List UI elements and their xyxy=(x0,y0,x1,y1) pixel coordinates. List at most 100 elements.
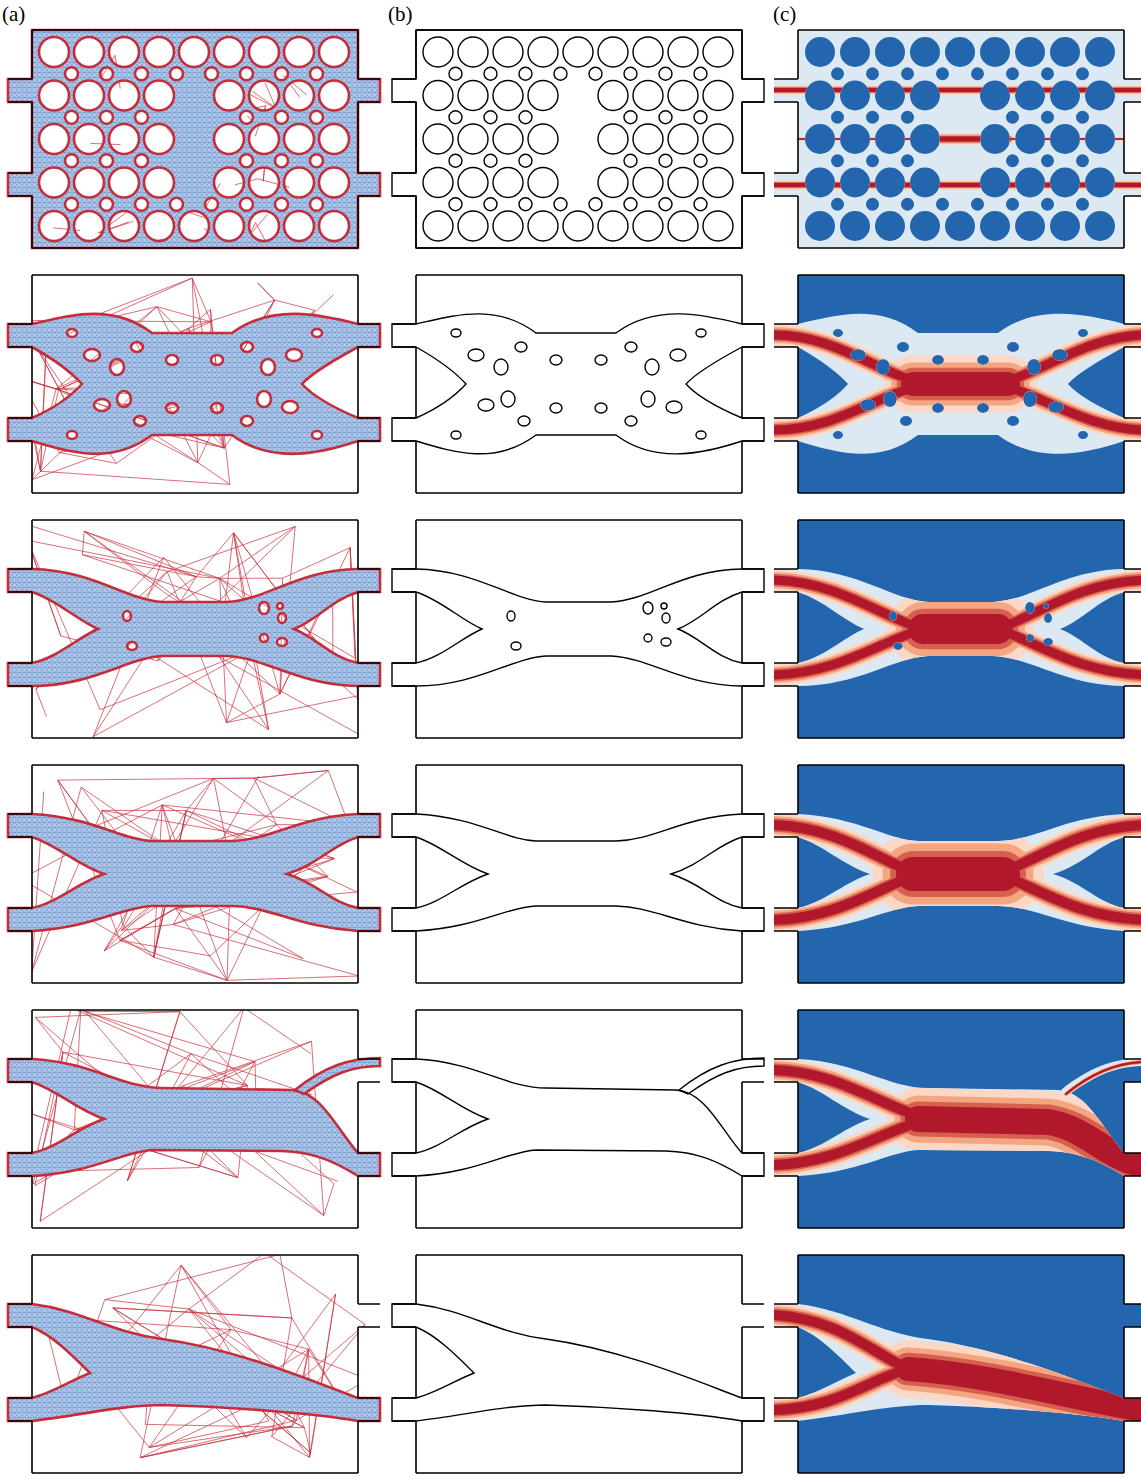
mesh-edge xyxy=(198,463,230,485)
velocity-band xyxy=(774,1070,928,1119)
mesh-edge xyxy=(35,1017,63,1052)
mesh-edge xyxy=(113,1308,292,1318)
solid-background xyxy=(774,520,1141,738)
mesh-edge xyxy=(167,526,295,571)
flow-panel xyxy=(768,760,1141,990)
mesh-edge xyxy=(140,1402,257,1457)
mesh-edge xyxy=(140,1426,292,1458)
velocity-band xyxy=(774,1315,908,1369)
velocity-band xyxy=(774,629,923,675)
mesh-edge xyxy=(173,925,359,976)
velocity-band xyxy=(774,629,923,675)
velocity-band xyxy=(774,137,1141,141)
velocity-band xyxy=(774,182,1141,187)
velocity-band xyxy=(918,1119,1141,1165)
flow-field xyxy=(768,270,1141,500)
velocity-band xyxy=(998,580,1141,629)
velocity-band xyxy=(774,1369,908,1410)
velocity-band xyxy=(774,580,923,629)
flow-panel xyxy=(768,1005,1141,1235)
velocity-band xyxy=(923,602,998,656)
velocity-band xyxy=(998,874,1141,920)
mesh-edge xyxy=(84,531,196,576)
velocity-band xyxy=(908,1369,1141,1410)
mesh-edge xyxy=(244,1008,311,1054)
mesh-edge xyxy=(21,378,29,404)
velocity-band xyxy=(1066,1062,1141,1094)
velocity-band xyxy=(913,368,1008,400)
velocity-band xyxy=(774,1369,908,1410)
domain-outline xyxy=(392,30,764,248)
fluid-contour xyxy=(679,1058,764,1094)
flow-field xyxy=(768,1250,1141,1479)
domain-outline xyxy=(392,1010,764,1228)
fluid-ground xyxy=(768,25,1141,255)
velocity-band xyxy=(923,609,998,650)
domain-outline xyxy=(8,1255,380,1473)
mesh-edge xyxy=(21,378,59,390)
mesh-edge xyxy=(350,548,355,659)
velocity-band xyxy=(774,1369,908,1410)
velocity-band xyxy=(774,180,1141,190)
velocity-band xyxy=(998,629,1141,675)
domain-outline xyxy=(8,275,380,493)
velocity-band xyxy=(774,85,1141,95)
mesh-panel xyxy=(8,1253,380,1473)
velocity-band xyxy=(774,88,1141,92)
panel-label: (b) xyxy=(388,4,413,25)
velocity-band xyxy=(774,1315,908,1369)
mesh-edge xyxy=(53,228,80,231)
velocity-band xyxy=(913,833,1003,915)
mesh-edge xyxy=(192,278,211,322)
velocity-band xyxy=(998,384,1141,430)
mesh-edge xyxy=(272,1437,310,1458)
domain-outline xyxy=(8,765,380,983)
fluid-ground xyxy=(768,1250,1141,1479)
velocity-band xyxy=(774,580,923,629)
velocity-band xyxy=(998,629,1141,675)
flow-field xyxy=(768,515,1141,745)
velocity-band xyxy=(774,1119,928,1165)
fluid-mesh xyxy=(8,814,380,931)
velocity-band xyxy=(998,335,1141,384)
mesh-edge xyxy=(254,770,328,778)
mesh-edge xyxy=(154,957,227,980)
mesh-edge xyxy=(227,694,280,723)
velocity-band xyxy=(913,843,1003,904)
velocity-band xyxy=(913,851,1003,897)
domain-outline xyxy=(392,275,764,493)
solid-background xyxy=(774,275,1141,493)
mesh-edge xyxy=(157,307,211,322)
flow-panel xyxy=(768,515,1141,745)
mesh-edge xyxy=(123,925,154,957)
mesh-edge xyxy=(181,1265,231,1330)
velocity-band xyxy=(774,1119,928,1165)
mesh-panel xyxy=(8,765,380,983)
mesh-edge xyxy=(120,940,211,955)
velocity-band xyxy=(774,87,1141,92)
velocity-band xyxy=(908,1369,1141,1410)
mesh-edge xyxy=(186,778,213,810)
velocity-band xyxy=(774,874,918,920)
velocity-band xyxy=(774,1119,928,1165)
domain-outline xyxy=(774,1010,1141,1228)
velocity-band xyxy=(998,874,1141,920)
mesh-edge xyxy=(311,1294,336,1453)
fluid-mesh xyxy=(8,569,380,686)
velocity-band xyxy=(774,580,923,629)
velocity-band xyxy=(774,1315,908,1369)
fluid-contour xyxy=(392,314,764,454)
contour-panel xyxy=(392,1255,764,1473)
mesh-panel xyxy=(8,520,380,738)
fluid-mesh xyxy=(8,30,380,248)
domain-outline xyxy=(774,520,1141,738)
mesh-edge xyxy=(140,1426,292,1458)
domain-outline xyxy=(392,520,764,738)
mesh-edge xyxy=(40,471,229,484)
mesh-edge xyxy=(254,770,328,778)
fluid-ground xyxy=(768,270,1141,500)
fluid-contour xyxy=(392,1059,764,1176)
mesh-edge xyxy=(36,689,47,717)
velocity-band xyxy=(1066,1062,1141,1094)
